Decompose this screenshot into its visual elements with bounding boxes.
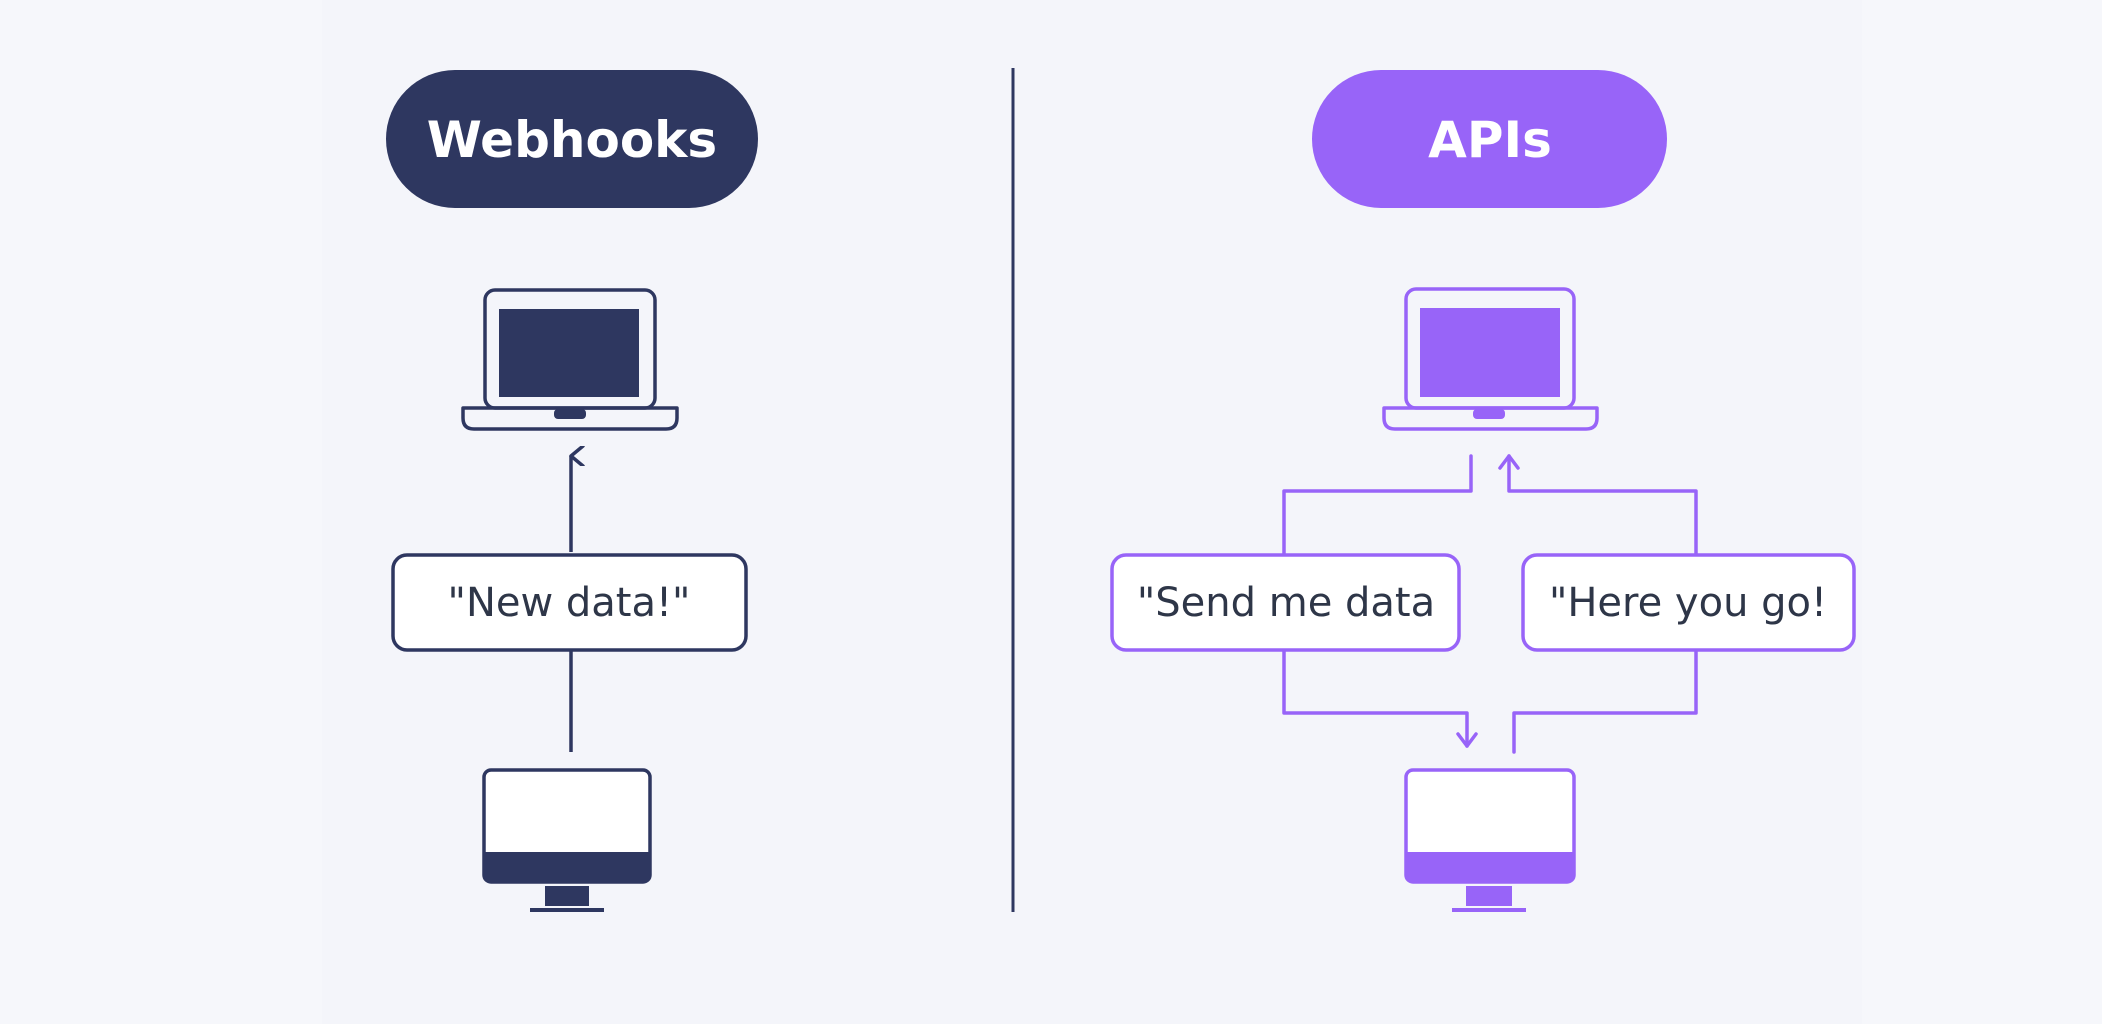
- apis-request-box: "Send me data: [1110, 553, 1461, 652]
- webhooks-title: Webhooks: [427, 111, 717, 169]
- webhooks-title-pill: Webhooks: [386, 70, 758, 208]
- apis-response-path: [1498, 454, 1698, 754]
- webhooks-message: "New data!": [448, 580, 691, 626]
- apis-response-box: "Here you go!: [1521, 553, 1856, 652]
- webhooks-laptop-icon: [461, 288, 679, 431]
- apis-response-message: "Here you go!: [1549, 580, 1827, 626]
- apis-title-pill: APIs: [1312, 70, 1667, 208]
- webhooks-message-box: "New data!": [391, 553, 748, 652]
- apis-section: APIs: [1110, 70, 1856, 912]
- apis-title: APIs: [1428, 111, 1552, 169]
- apis-monitor-icon: [1404, 768, 1576, 912]
- apis-request-path: [1282, 454, 1478, 748]
- webhooks-pill-shape: [386, 70, 758, 208]
- webhooks-section: Webhooks "New data!": [386, 70, 758, 912]
- webhooks-monitor-icon: [482, 768, 652, 912]
- apis-request-message: "Send me data: [1137, 580, 1435, 626]
- apis-laptop-icon: [1382, 287, 1599, 431]
- apis-pill-shape: [1312, 70, 1667, 208]
